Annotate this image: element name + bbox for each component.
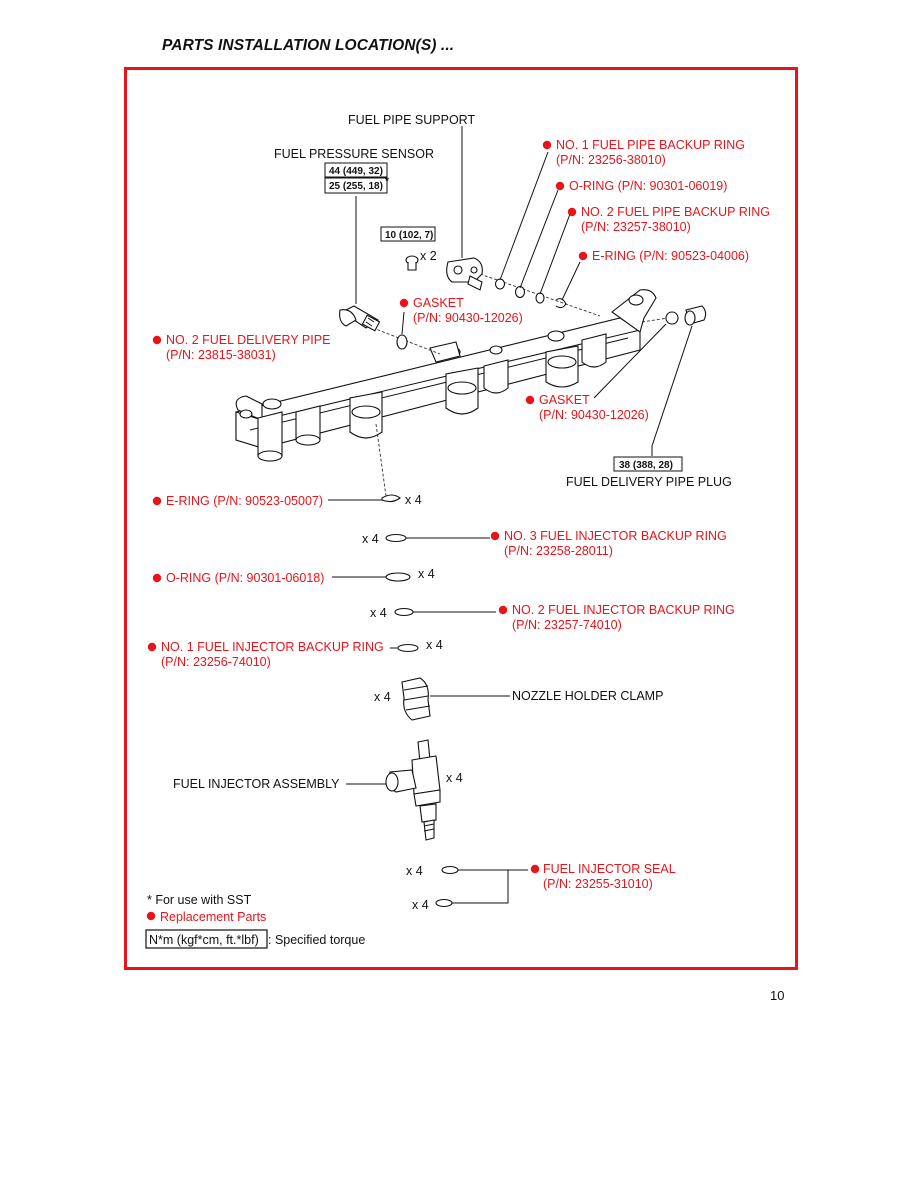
label-no1-injector-backup-ring: NO. 1 FUEL INJECTOR BACKUP RING xyxy=(161,640,384,654)
fuel-pipe-rings-drawing xyxy=(494,278,567,309)
pn-no3-injector-backup-ring: (P/N: 23258-28011) xyxy=(504,544,613,558)
fuel-injector-seal-upper-drawing xyxy=(441,865,459,875)
qty-no3-injector-backup-ring: x 4 xyxy=(362,532,379,546)
label-no2-fuel-pipe-backup-ring: NO. 2 FUEL PIPE BACKUP RING xyxy=(581,205,770,219)
label-e-ring-lower: E-RING (P/N: 90523-05007) xyxy=(166,494,323,508)
legend-replacement-parts: Replacement Parts xyxy=(160,910,266,924)
label-fuel-pipe-support: FUEL PIPE SUPPORT xyxy=(348,113,475,127)
pn-no1-fuel-pipe-backup-ring: (P/N: 23256-38010) xyxy=(556,153,666,167)
support-bolt-drawing xyxy=(405,255,419,271)
fuel-injector-seal-lower-drawing xyxy=(435,898,453,908)
qty-nozzle-holder-clamp: x 4 xyxy=(374,690,391,704)
qty-support-bolt: x 2 xyxy=(420,249,437,263)
qty-e-ring-lower: x 4 xyxy=(405,493,422,507)
no3-injector-backup-ring-drawing xyxy=(385,533,407,543)
pn-fuel-injector-seal: (P/N: 23255-31010) xyxy=(543,877,653,891)
label-gasket-right: GASKET xyxy=(539,393,590,407)
label-fuel-delivery-pipe-plug: FUEL DELIVERY PIPE PLUG xyxy=(566,475,732,489)
label-gasket-top: GASKET xyxy=(413,296,464,310)
label-o-ring-lower: O-RING (P/N: 90301-06018) xyxy=(166,571,324,585)
torque-sensor-2-sst-mark: * xyxy=(385,176,389,187)
legend-sst-note: * For use with SST xyxy=(147,893,252,907)
e-ring-lower-drawing xyxy=(381,494,401,503)
fuel-injector-assembly-drawing xyxy=(385,739,441,841)
no2-injector-backup-ring-drawing xyxy=(394,607,414,617)
label-e-ring-top: E-RING (P/N: 90523-04006) xyxy=(592,249,749,263)
gasket-top-drawing xyxy=(396,334,408,350)
pn-no2-fuel-delivery-pipe: (P/N: 23815-38031) xyxy=(166,348,276,362)
pn-no2-injector-backup-ring: (P/N: 23257-74010) xyxy=(512,618,622,632)
o-ring-lower-drawing xyxy=(385,572,411,582)
pn-gasket-right: (P/N: 90430-12026) xyxy=(539,408,649,422)
torque-sensor-2: 25 (255, 18) xyxy=(329,181,383,192)
diagram-frame xyxy=(124,67,798,970)
no1-injector-backup-ring-drawing xyxy=(397,643,419,653)
fuel-delivery-pipe-plug-drawing xyxy=(684,305,707,326)
fuel-pressure-sensor-drawing xyxy=(339,305,381,332)
label-fuel-pressure-sensor: FUEL PRESSURE SENSOR xyxy=(274,147,434,161)
torque-plug: 38 (388, 28) xyxy=(619,460,673,471)
nozzle-holder-clamp-drawing xyxy=(401,677,431,721)
qty-no1-injector-backup-ring: x 4 xyxy=(426,638,443,652)
qty-fuel-injector-assembly: x 4 xyxy=(446,771,463,785)
torque-support-bolt: 10 (102, 7) xyxy=(385,230,433,241)
label-no2-fuel-delivery-pipe: NO. 2 FUEL DELIVERY PIPE xyxy=(166,333,330,347)
qty-fuel-injector-seal-upper: x 4 xyxy=(406,864,423,878)
no2-fuel-delivery-pipe-drawing xyxy=(235,289,657,462)
label-o-ring-top: O-RING (P/N: 90301-06019) xyxy=(569,179,727,193)
page-number: 10 xyxy=(770,988,785,1003)
qty-no2-injector-backup-ring: x 4 xyxy=(370,606,387,620)
qty-o-ring-lower: x 4 xyxy=(418,567,435,581)
pn-no2-fuel-pipe-backup-ring: (P/N: 23257-38010) xyxy=(581,220,691,234)
label-no3-injector-backup-ring: NO. 3 FUEL INJECTOR BACKUP RING xyxy=(504,529,727,543)
page-title: PARTS INSTALLATION LOCATION(S) ... xyxy=(162,37,455,54)
pn-no1-injector-backup-ring: (P/N: 23256-74010) xyxy=(161,655,271,669)
fuel-pipe-support-drawing xyxy=(446,257,483,291)
label-no2-injector-backup-ring: NO. 2 FUEL INJECTOR BACKUP RING xyxy=(512,603,735,617)
pn-gasket-top: (P/N: 90430-12026) xyxy=(413,311,523,325)
label-no1-fuel-pipe-backup-ring: NO. 1 FUEL PIPE BACKUP RING xyxy=(556,138,745,152)
legend-replacement-marker xyxy=(146,911,156,921)
label-fuel-injector-seal: FUEL INJECTOR SEAL xyxy=(543,862,676,876)
legend-torque-units: N*m (kgf*cm, ft.*lbf) xyxy=(149,933,259,947)
legend-specified-torque: : Specified torque xyxy=(268,933,365,947)
gasket-right-drawing xyxy=(665,311,679,325)
label-fuel-injector-assembly: FUEL INJECTOR ASSEMBLY xyxy=(173,777,340,791)
label-nozzle-holder-clamp: NOZZLE HOLDER CLAMP xyxy=(512,689,663,703)
qty-fuel-injector-seal-lower: x 4 xyxy=(412,898,429,912)
torque-sensor-1: 44 (449, 32) xyxy=(329,166,383,177)
